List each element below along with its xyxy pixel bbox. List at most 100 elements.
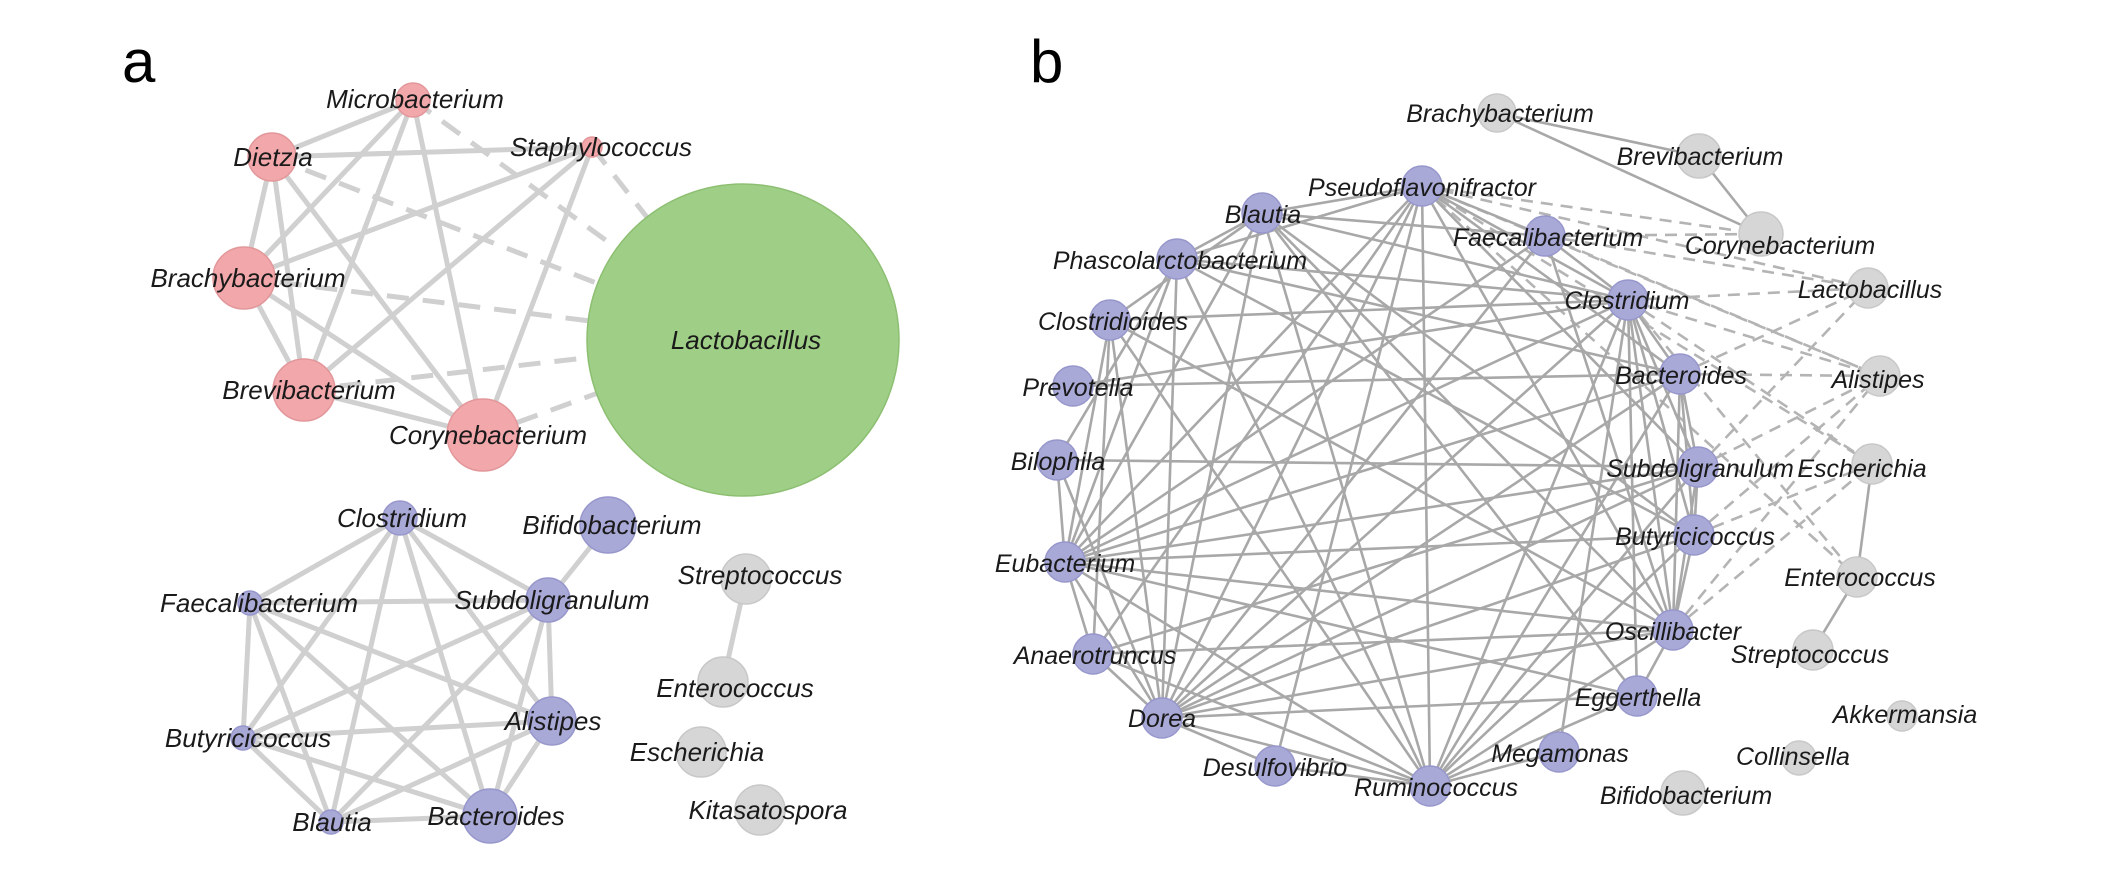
node-label-streptococcus: Streptococcus	[1731, 641, 1889, 669]
node-dietzia	[247, 132, 297, 182]
node-label-staphylococcus: Staphylococcus	[510, 132, 692, 162]
panel-a-nodes	[212, 82, 900, 844]
edge-blautia-ruminococcus	[1260, 212, 1432, 787]
edge-blautia-oscillibacter	[1261, 212, 1674, 631]
node-bacteroides	[462, 788, 518, 844]
edge-dorea-ruminococcus	[1161, 716, 1431, 788]
node-label-blautia: Blautia	[292, 807, 372, 837]
edge-faecalibacterium-corynebacterium	[1544, 232, 1762, 238]
node-prevotella	[1052, 365, 1094, 407]
node-label-anaerotruncus: Anaerotruncus	[1012, 642, 1177, 670]
panel-b-nodes	[1036, 93, 1918, 816]
edge-bacteroides-lactobacillus	[1679, 286, 1869, 376]
edge-oscillibacter-escherichia	[1672, 463, 1873, 631]
node-blautia	[318, 809, 344, 835]
node-subdoligranulum	[1677, 446, 1719, 488]
node-label-akkermansia: Akkermansia	[1831, 701, 1978, 729]
node-collinsella	[1781, 740, 1817, 776]
node-eggerthella	[1616, 675, 1658, 717]
edge-butyricicoccus-dorea	[1161, 533, 1695, 720]
node-label-subdoligranulum: Subdoligranulum	[454, 585, 649, 615]
node-label-kitasatospora: Kitasatospora	[689, 795, 848, 825]
edge-phascolarctobacterium-ruminococcus	[1175, 258, 1432, 787]
edge-eggerthella-dorea	[1161, 694, 1638, 720]
edge-butyricicoccus-escherichia	[1693, 462, 1873, 537]
edge-megamonas-ruminococcus	[1429, 750, 1560, 788]
node-faecalibacterium	[237, 590, 263, 616]
node-lactobacillus	[1847, 267, 1889, 309]
edge-clostridioides-eubacterium	[1063, 319, 1112, 563]
edge-microbacterium-brachybacterium	[242, 98, 415, 280]
node-clostridioides	[1089, 299, 1131, 341]
node-label-prevotella: Prevotella	[1022, 374, 1133, 402]
node-label-clostridioides: Clostridioides	[1038, 308, 1188, 336]
edge-eubacterium-ruminococcus	[1064, 560, 1431, 788]
edge-eubacterium-eggerthella	[1064, 560, 1638, 698]
node-label-dorea: Dorea	[1128, 705, 1196, 733]
node-butyricicoccus	[1673, 514, 1715, 556]
edge-subdoligranulum-butyricicoccus	[241, 597, 550, 741]
edge-oscillibacter-dorea	[1161, 628, 1674, 720]
node-escherichia	[1851, 443, 1893, 485]
edge-subdoligranulum-lactobacillus	[1697, 287, 1869, 468]
node-enterococcus	[1836, 556, 1878, 598]
edge-subdoligranulum-alistipes	[1697, 374, 1881, 469]
edge-pseudoflavonifractor-ruminococcus	[1420, 185, 1432, 787]
node-label-megamonas: Megamonas	[1491, 740, 1629, 768]
edge-alistipes-blautia	[329, 718, 554, 825]
node-bifidobacterium	[579, 496, 637, 554]
edge-phascolarctobacterium-clostridium	[1176, 257, 1629, 302]
edge-eubacterium-oscillibacter	[1064, 560, 1674, 632]
node-label-bifidobacterium: Bifidobacterium	[1600, 782, 1772, 810]
edge-staphylococcus-corynebacterium	[480, 146, 595, 436]
panel-b: b BrachybacteriumBrevibacteriumCorynebac…	[995, 28, 1978, 816]
edge-bacteroides-oscillibacter	[1671, 373, 1682, 631]
edge-brachybacterium-corynebacterium	[242, 275, 485, 438]
edge-pseudoflavonifractor-blautia	[1261, 184, 1423, 215]
node-megamonas	[1538, 731, 1580, 773]
node-label-collinsella: Collinsella	[1736, 743, 1850, 771]
node-clostridium	[1607, 279, 1649, 321]
edge-microbacterium-brevibacterium	[301, 99, 416, 391]
edge-subdoligranulum-blautia	[329, 598, 550, 824]
node-label-brachybacterium: Brachybacterium	[1406, 100, 1594, 128]
edge-desulfovibrio-ruminococcus	[1274, 764, 1431, 788]
edge-blautia-clostridium	[1261, 211, 1629, 302]
edge-butyricicoccus-bacteroides	[242, 735, 491, 819]
node-ruminococcus	[1409, 765, 1451, 807]
node-label-escherichia: Escherichia	[1797, 455, 1926, 483]
edge-pseudoflavonifractor-enterococcus	[1421, 185, 1858, 578]
node-label-escherichia: Escherichia	[630, 737, 764, 767]
edge-pseudoflavonifractor-clostridium	[1421, 184, 1629, 302]
edge-faecalibacterium-dorea	[1160, 235, 1547, 719]
edge-pseudoflavonifractor-lactobacillus	[1421, 184, 1869, 290]
edge-dietzia-staphylococcus	[271, 144, 593, 160]
node-butyricicoccus	[230, 725, 256, 751]
node-clostridium	[382, 500, 418, 536]
node-label-ruminococcus: Ruminococcus	[1354, 774, 1518, 802]
node-brevibacterium	[272, 358, 336, 422]
node-microbacterium	[395, 82, 431, 118]
node-brevibacterium	[1676, 133, 1722, 179]
edge-faecalibacterium-eubacterium	[1064, 234, 1546, 564]
edge-clostridioides-oscillibacter	[1109, 318, 1674, 632]
edge-bacteroides-alistipes	[1679, 372, 1881, 378]
panel-b-labels: BrachybacteriumBrevibacteriumCorynebacte…	[995, 100, 1978, 810]
edge-dietzia-brevibacterium	[269, 156, 307, 391]
node-label-faecalibacterium: Faecalibacterium	[160, 588, 358, 618]
edge-faecalibacterium-alistipes	[1544, 234, 1881, 378]
edge-clostridium-bacteroides	[397, 517, 493, 817]
edge-subdoligranulum-dorea	[1161, 465, 1699, 720]
edge-microbacterium-dietzia	[271, 97, 414, 160]
edge-butyricicoccus-alistipes	[1693, 375, 1881, 536]
node-label-subdoligranulum: Subdoligranulum	[1606, 455, 1794, 483]
node-label-bifidobacterium: Bifidobacterium	[522, 510, 701, 540]
node-akkermansia	[1886, 700, 1918, 732]
edge-bacteroides-ruminococcus	[1428, 373, 1682, 787]
node-corynebacterium	[1738, 211, 1784, 257]
edge-subdoligranulum-eubacterium	[1064, 465, 1699, 564]
edge-oscillibacter-ruminococcus	[1429, 628, 1674, 788]
node-enterococcus	[697, 656, 749, 708]
